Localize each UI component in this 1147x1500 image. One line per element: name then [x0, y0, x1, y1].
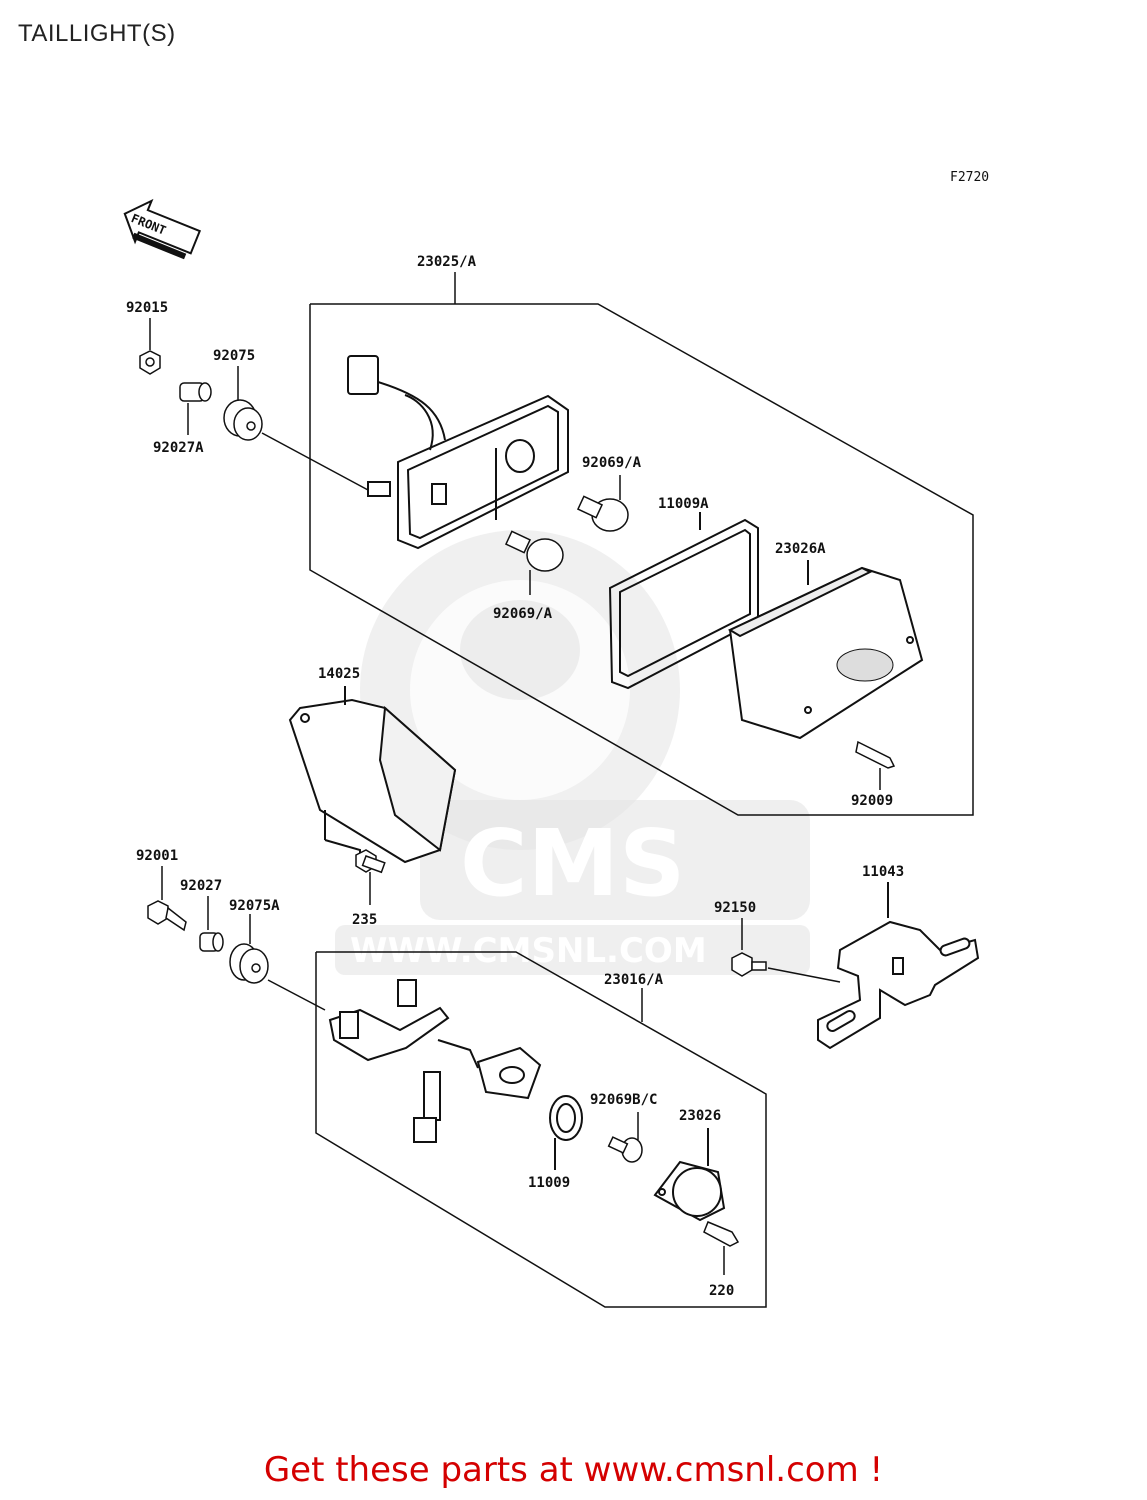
label-23025A: 23025/A [417, 254, 477, 270]
label-11009: 11009 [528, 1175, 570, 1191]
label-92027: 92027 [180, 878, 222, 894]
label-220: 220 [709, 1283, 734, 1299]
watermark: CMS WWW.CMSNL.COM [335, 530, 810, 975]
bolt-92001 [147, 866, 187, 932]
label-14025: 14025 [318, 666, 360, 682]
bolt-92150 [731, 918, 841, 983]
bolt-235 [355, 849, 386, 905]
label-11043: 11043 [862, 864, 904, 880]
collar-92027 [199, 896, 224, 952]
part-labels: 23025/A 92015 92075 92027A 92069/A 11009… [126, 254, 904, 1299]
label-11009A: 11009A [658, 496, 709, 512]
collar-92027A [179, 382, 212, 435]
label-23016A: 23016/A [604, 972, 664, 988]
group-outline-23025 [309, 272, 974, 816]
label-92001: 92001 [136, 848, 178, 864]
label-92150: 92150 [714, 900, 756, 916]
label-92027A: 92027A [153, 440, 204, 456]
grommet-92075A [229, 914, 326, 1011]
lens-23026A [727, 560, 924, 740]
grommet-92075 [223, 366, 369, 491]
label-23026A: 23026A [775, 541, 826, 557]
license-lamp-bracket [328, 979, 542, 1143]
label-92015: 92015 [126, 300, 168, 316]
label-92069BC: 92069B/C [590, 1092, 657, 1108]
bulb-92069-top [576, 475, 629, 532]
label-23026: 23026 [679, 1108, 721, 1124]
bulb-92069BC [607, 1112, 643, 1163]
cover-14025 [288, 686, 457, 864]
parts-diagram: CMS WWW.CMSNL.COM FRONT [123, 198, 980, 1308]
footer-cta-link[interactable]: Get these parts at www.cmsnl.com ! [263, 1450, 884, 1490]
label-92069A-top: 92069/A [582, 455, 642, 471]
page-title: TAILLIGHT(S) [18, 20, 176, 47]
tail-lamp-housing [347, 355, 569, 550]
screw-220 [703, 1221, 740, 1275]
bracket-11043 [817, 882, 980, 1050]
figure-code: F2720 [950, 170, 990, 185]
label-92075A: 92075A [229, 898, 280, 914]
label-92009: 92009 [851, 793, 893, 809]
label-92069A-bottom: 92069/A [493, 606, 553, 622]
watermark-url: WWW.CMSNL.COM [350, 931, 707, 971]
watermark-brand: CMS [460, 810, 685, 917]
group-outline-23016 [315, 951, 767, 1308]
lens-23026 [653, 1128, 726, 1222]
label-235: 235 [352, 912, 377, 928]
front-arrow-icon: FRONT [123, 198, 202, 260]
bulb-92069-bottom [504, 530, 564, 595]
nut-92015 [139, 318, 161, 375]
label-92075: 92075 [213, 348, 255, 364]
screw-92009 [855, 740, 896, 790]
gasket-11009 [549, 1095, 583, 1170]
